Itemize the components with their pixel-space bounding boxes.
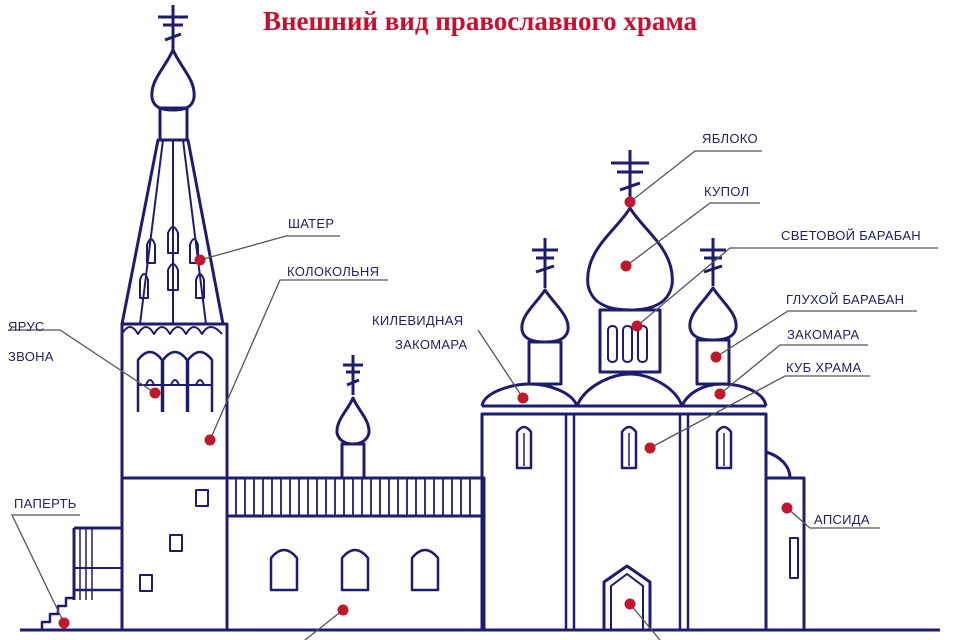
- label-svetovoy: СВЕТОВОЙ БАРАБАН: [781, 228, 921, 243]
- marker-zakomara: [714, 388, 726, 400]
- marker-kub: [644, 442, 656, 454]
- church-drawing: [20, 5, 940, 632]
- marker-yarus: [149, 387, 161, 399]
- marker-portal: [624, 598, 636, 610]
- label-apsida: АПСИДА: [814, 512, 870, 527]
- diagram-title: Внешний вид православного храма: [262, 6, 698, 36]
- marker-refectory: [337, 604, 349, 616]
- markers: [58, 196, 793, 629]
- marker-shater: [194, 254, 206, 266]
- marker-kupol: [620, 260, 632, 272]
- label-zakomara: ЗАКОМАРА: [787, 327, 860, 342]
- label-yarus-2: ЗВОНА: [8, 349, 54, 364]
- label-kupol: КУПОЛ: [704, 184, 750, 199]
- marker-kolokolnya: [204, 434, 216, 446]
- label-paperte: ПАПЕРТЬ: [14, 496, 77, 511]
- label-yarus-1: ЯРУС: [8, 319, 45, 334]
- marker-apsida: [781, 502, 793, 514]
- label-kolokolnya: КОЛОКОЛЬНЯ: [287, 264, 380, 279]
- label-kub: КУБ ХРАМА: [786, 360, 862, 375]
- marker-paperte: [58, 617, 70, 629]
- porch: [40, 526, 124, 630]
- refectory: [225, 355, 486, 632]
- label-gluhoy: ГЛУХОЙ БАРАБАН: [786, 292, 905, 307]
- label-kilevid-2: ЗАКОМАРА: [395, 337, 468, 352]
- marker-kilevid: [517, 392, 529, 404]
- leader-lines: [8, 150, 938, 640]
- label-yabloko: ЯБЛОКО: [702, 131, 758, 146]
- marker-svetovoy: [631, 320, 643, 332]
- marker-yabloko: [624, 196, 636, 208]
- label-shater: ШАТЕР: [288, 216, 335, 231]
- label-kilevid-1: КИЛЕВИДНАЯ: [372, 313, 464, 328]
- bell-tower: [120, 5, 229, 632]
- main-church: [480, 150, 806, 632]
- marker-gluhoy: [710, 351, 722, 363]
